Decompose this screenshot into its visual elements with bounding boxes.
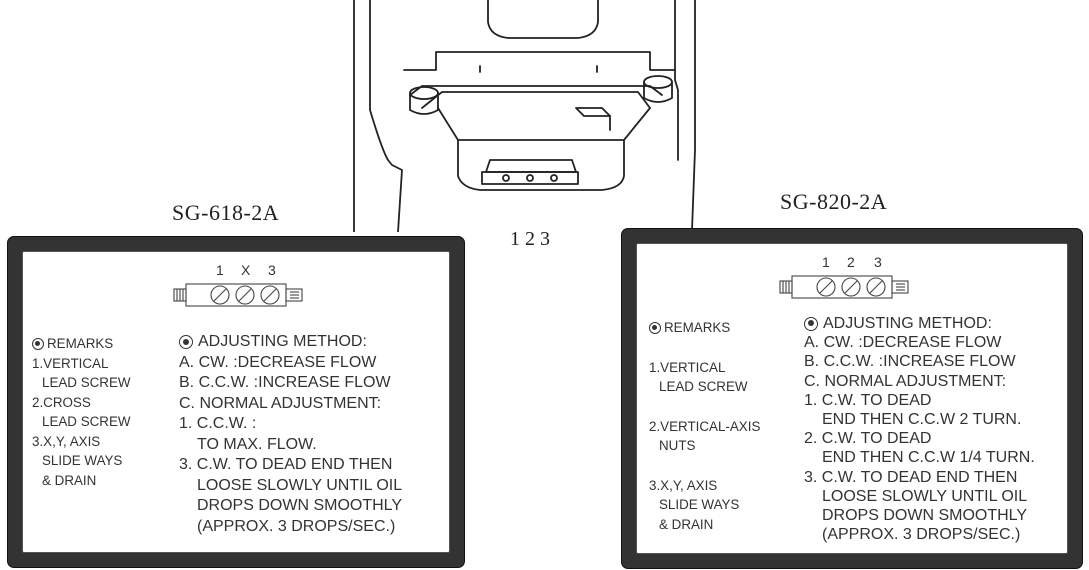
method-line: 3. C.W. TO DEAD END THEN [804, 468, 1018, 486]
remarks-title: REMARKS [47, 336, 114, 351]
remarks-line: LEAD SCREW [42, 375, 131, 390]
remarks-section: REMARKS 1.VERTICAL LEAD SCREW 2.CROSS LE… [32, 334, 131, 490]
radio-bullet-icon [32, 337, 44, 350]
model-title-sg-820: SG-820-2A [780, 189, 888, 214]
method-line: (APPROX. 3 DROPS/SEC.) [822, 526, 1021, 544]
remarks-line: 3.X,Y, AXIS [649, 477, 718, 493]
radio-bullet-icon [804, 316, 818, 331]
remarks-line: 1.VERTICAL [32, 355, 109, 371]
distributor-label-1: 1 [216, 262, 224, 278]
distributor-label-2: X [241, 262, 251, 278]
remarks-line: NUTS [659, 438, 696, 453]
method-title: ADJUSTING METHOD: [198, 333, 367, 350]
adjusting-method-section: ADJUSTING METHOD: A. CW. :DECREASE FLOW … [179, 332, 402, 537]
method-line: END THEN C.C.W 2 TURN. [822, 411, 1022, 429]
method-line: LOOSE SLOWLY UNTIL OIL [822, 487, 1028, 505]
remarks-line: SLIDE WAYS [659, 497, 740, 512]
method-line: LOOSE SLOWLY UNTIL OIL [197, 476, 403, 494]
method-line: DROPS DOWN SMOOTHLY [197, 497, 403, 514]
remarks-line: 1.VERTICAL [649, 359, 726, 375]
distributor-icon [173, 283, 303, 307]
remarks-section: REMARKS 1.VERTICAL LEAD SCREW 2.VERTICAL… [649, 318, 760, 534]
method-line: 1. C.W. TO DEAD [804, 391, 932, 409]
oil-distributor-diagram: 1 2 3 [777, 254, 917, 306]
instruction-plate-sg-820: 1 2 3 REMARKS [622, 229, 1082, 568]
method-title: ADJUSTING METHOD: [823, 315, 992, 332]
machine-drawing [353, 0, 696, 232]
distributor-icon [779, 275, 909, 299]
instruction-plate-sg-618: 1 X 3 REMARKS [8, 237, 464, 567]
remarks-line: & DRAIN [659, 516, 714, 532]
method-line: DROPS DOWN SMOOTHLY [822, 507, 1028, 525]
method-line: A. CW. :DECREASE FLOW [804, 334, 1002, 352]
distributor-label-1: 1 [822, 254, 830, 270]
remarks-line: SLIDE WAYS [42, 453, 123, 468]
method-line: C. NORMAL ADJUSTMENT: [804, 372, 1007, 390]
method-line: END THEN C.C.W 1/4 TURN. [822, 449, 1035, 467]
method-line: TO MAX. FLOW. [197, 435, 317, 453]
method-line: (APPROX. 3 DROPS/SEC.) [197, 517, 396, 535]
method-line: 2. C.W. TO DEAD [804, 430, 932, 448]
remarks-line: 2.VERTICAL-AXIS [649, 418, 761, 434]
plate-face: 1 X 3 REMARKS [22, 251, 450, 553]
adjusting-method-section: ADJUSTING METHOD: A. CW. :DECREASE FLOW … [804, 314, 1035, 544]
plate-face: 1 2 3 REMARKS [636, 243, 1068, 554]
radio-bullet-icon [649, 321, 661, 334]
method-line: B. C.C.W. :INCREASE FLOW [179, 374, 391, 391]
oil-distributor-diagram: 1 X 3 [171, 262, 311, 314]
distributor-label-3: 3 [874, 254, 882, 270]
remarks-line: 3.X,Y, AXIS [32, 433, 101, 449]
remarks-line: LEAD SCREW [659, 379, 748, 394]
method-line: 1. C.C.W. : [179, 415, 257, 432]
method-line: A. CW. :DECREASE FLOW [179, 353, 377, 371]
distributor-label-2: 2 [847, 254, 855, 270]
distributor-label-3: 3 [268, 262, 276, 278]
drawing-caption: 1 2 3 [510, 228, 550, 250]
remarks-line: & DRAIN [42, 472, 97, 488]
remarks-line: 2.CROSS [32, 394, 91, 410]
method-line: C. NORMAL ADJUSTMENT: [179, 394, 382, 412]
model-title-sg-618: SG-618-2A [172, 200, 280, 225]
remarks-line: LEAD SCREW [42, 414, 131, 429]
remarks-title: REMARKS [664, 320, 731, 335]
radio-bullet-icon [179, 335, 193, 350]
method-line: B. C.C.W. :INCREASE FLOW [804, 353, 1016, 371]
method-line: 3. C.W. TO DEAD END THEN [179, 456, 393, 473]
